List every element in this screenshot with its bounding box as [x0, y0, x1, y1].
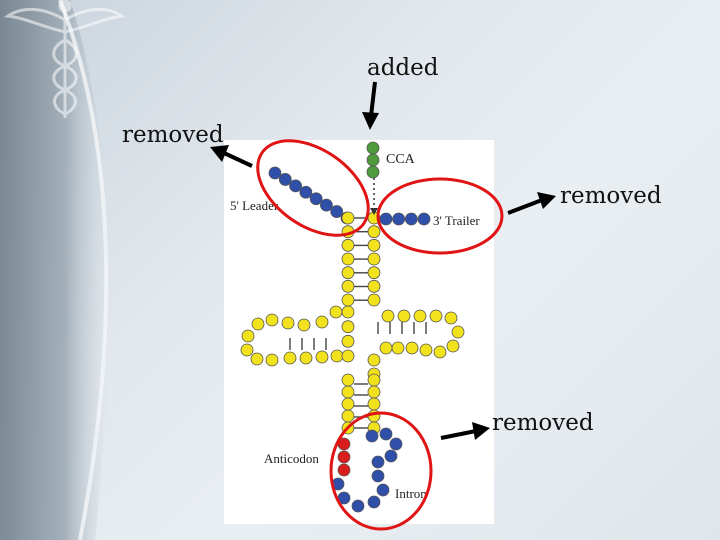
annotation-removed-intron: removed [492, 410, 594, 436]
d-loop-bead [315, 315, 329, 329]
highlight-ring-leader [256, 139, 370, 237]
highlight-ring-intron [329, 411, 433, 531]
trailer-bead [417, 212, 431, 226]
d-loop-bead [265, 353, 279, 367]
stem-bead [367, 252, 381, 266]
trailer-bead [379, 212, 393, 226]
stem-bead [367, 279, 381, 293]
nucleotide-beads [240, 141, 465, 513]
leader-bead [289, 179, 302, 193]
cca-connector-arrowhead [370, 208, 378, 215]
intron-bead [351, 499, 365, 513]
intron-bead [389, 437, 403, 451]
intron-label: Intron [395, 486, 427, 501]
t-loop-bead [446, 339, 460, 353]
anticodon-stem-bead [367, 397, 381, 411]
anticodon-bead [337, 450, 351, 464]
arrow-removed-trailer [507, 192, 556, 215]
intron-bead [371, 455, 385, 469]
d-loop-bead [299, 351, 313, 365]
stem-bead [367, 293, 381, 307]
stem-bead [367, 225, 381, 239]
trailer-label: 3' Trailer [433, 213, 480, 228]
annotation-removed-leader: removed [122, 122, 224, 148]
t-loop-bead [413, 309, 427, 323]
t-loop-bead [429, 309, 443, 323]
anticodon-stem-bead [341, 385, 355, 399]
cca-bead [366, 153, 380, 167]
leader-bead [278, 173, 292, 186]
annotation-added: added [367, 55, 439, 81]
highlight-ring-trailer [376, 177, 504, 255]
t-loop-bead [405, 341, 419, 355]
intron-bead [365, 429, 379, 443]
cca-label: CCA [386, 152, 416, 167]
stem-bead [341, 252, 355, 266]
leader-label: 5' Leader [230, 198, 279, 213]
intron-bead [371, 469, 385, 483]
arrow-added [362, 81, 379, 130]
intron-bead [379, 427, 393, 441]
anticodon-stem-bead [341, 409, 355, 423]
anticodon-stem-bead [341, 397, 355, 411]
stem-bead [341, 238, 355, 252]
stem-bead [367, 238, 381, 252]
stem-bead [367, 353, 381, 367]
t-loop-bead [397, 309, 411, 323]
t-loop-bead [451, 325, 465, 339]
caduceus-icon [3, 0, 127, 118]
d-loop-bead [265, 313, 279, 327]
trailer-bead [404, 212, 418, 226]
stem-bead [367, 266, 381, 280]
intron-bead [384, 449, 398, 463]
figure-background [224, 140, 494, 524]
anticodon-bead [337, 463, 351, 477]
cca-bead [366, 165, 380, 179]
d-loop-bead [250, 352, 264, 366]
anticodon-stem-bead [367, 385, 381, 399]
d-loop-bead [251, 317, 265, 331]
arrow-removed-leader [210, 145, 253, 168]
annotation-removed-trailer: removed [560, 183, 662, 209]
anticodon-label: Anticodon [264, 451, 319, 466]
t-loop-bead [444, 311, 458, 325]
trailer-bead [392, 212, 406, 226]
stem-bead [341, 349, 355, 363]
d-loop-bead [330, 349, 344, 363]
leader-bead [330, 205, 344, 218]
t-loop-bead [391, 341, 405, 355]
stem-bead [341, 279, 355, 293]
base-pair-lines [289, 217, 427, 429]
leader-bead [299, 185, 313, 199]
arrow-removed-intron [440, 422, 490, 440]
stem-bead [341, 266, 355, 280]
d-loop-bead [283, 351, 297, 365]
stem-bead [341, 211, 355, 225]
anticodon-stem-bead [341, 373, 355, 387]
d-loop-bead [281, 316, 295, 330]
d-loop-bead [241, 329, 255, 343]
intron-bead [376, 483, 390, 497]
leader-bead [309, 192, 323, 206]
leader-bead [268, 166, 282, 180]
t-loop-bead [419, 343, 433, 357]
t-loop-bead [381, 309, 395, 323]
intron-bead [367, 495, 381, 509]
d-loop-bead [240, 343, 254, 357]
anticodon-stem-bead [367, 373, 381, 387]
stem-bead [341, 305, 355, 319]
t-loop-bead [433, 345, 447, 359]
stem-bead [341, 320, 355, 334]
stem-bead [341, 293, 355, 307]
t-loop-bead [379, 341, 393, 355]
d-loop-bead [315, 350, 329, 364]
leader-bead [320, 198, 333, 212]
d-loop-bead [297, 318, 311, 332]
cca-bead [366, 141, 380, 155]
d-loop-bead [329, 305, 343, 319]
stem-bead [341, 334, 355, 348]
